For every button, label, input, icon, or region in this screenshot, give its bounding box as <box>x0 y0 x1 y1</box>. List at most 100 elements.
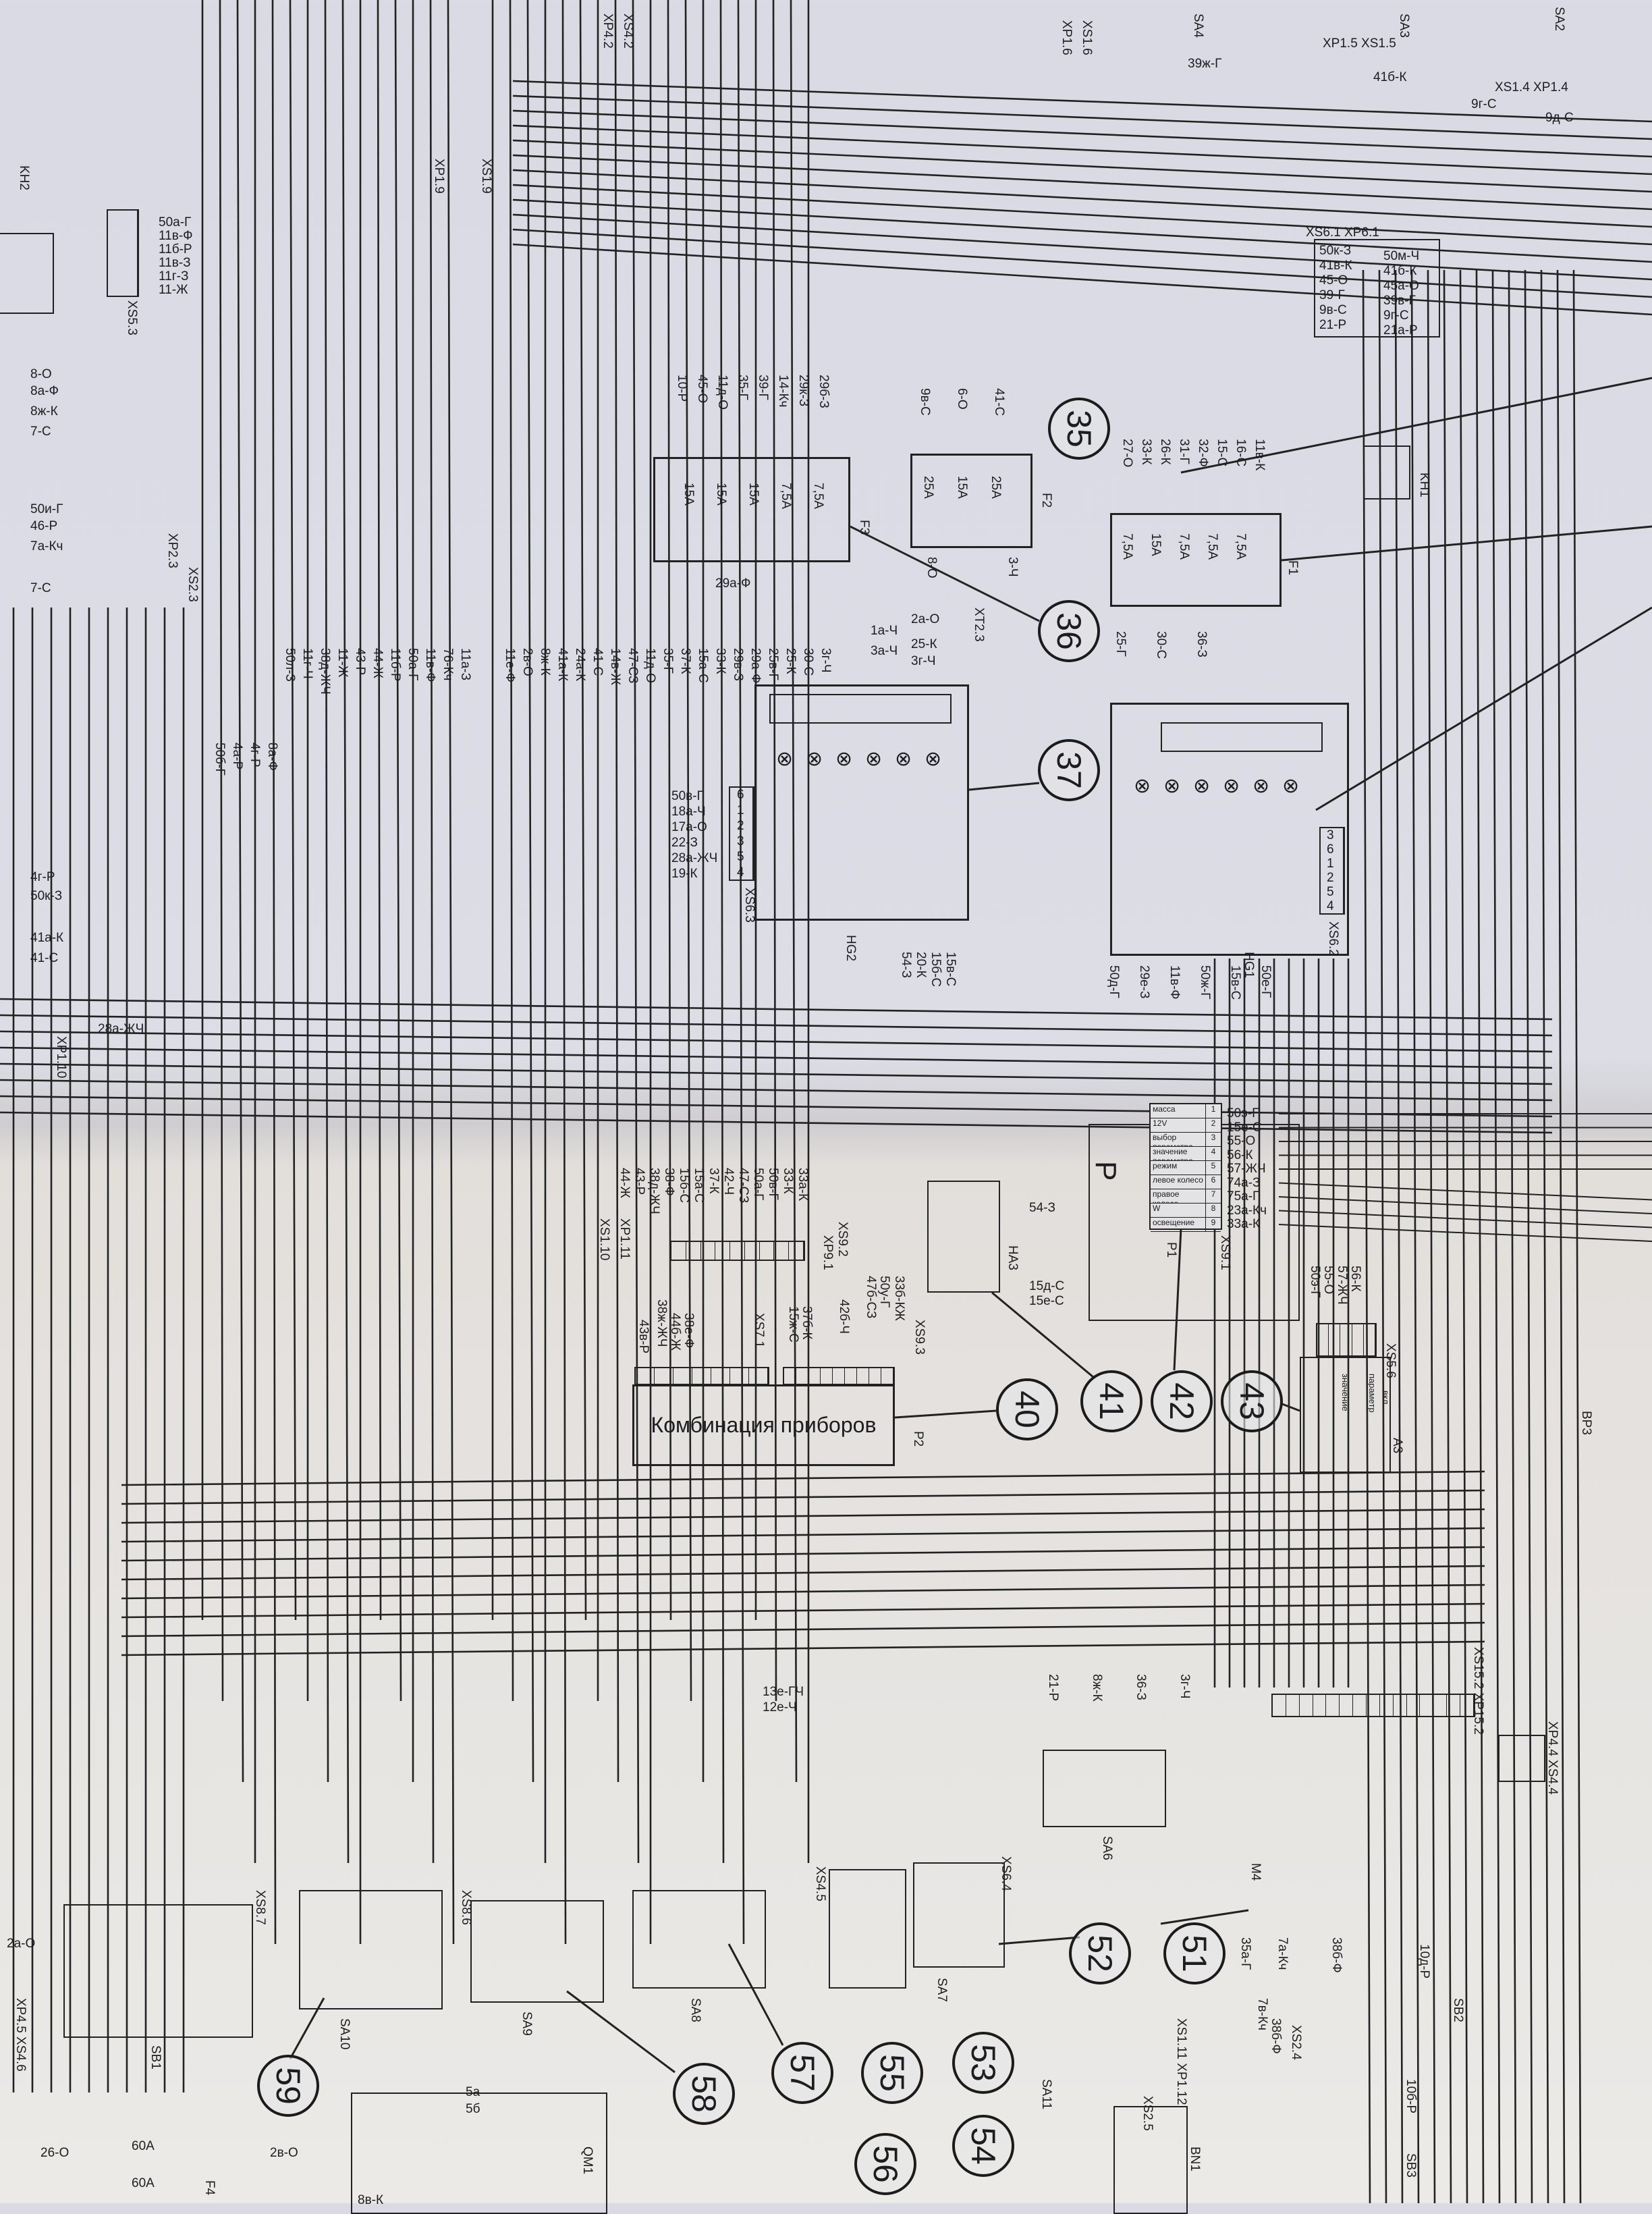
wire-label: 33-К <box>713 648 727 674</box>
wire-label: 11в-Ф <box>159 229 193 243</box>
xs7-1-label: XS7.1 <box>752 1313 766 1348</box>
a3-switch-label: вкл. <box>1381 1390 1391 1407</box>
sa-11-label: SA11 <box>1039 2079 1053 2110</box>
wire <box>1282 1403 1300 1412</box>
pin-function: 12V <box>1153 1118 1167 1128</box>
wire-label: 11-Ж <box>335 648 350 678</box>
xs-45-label: XS4.5 <box>813 1866 827 1901</box>
wire-label: 23а-Кч <box>1227 1203 1267 1218</box>
wire <box>0 1062 1553 1085</box>
wire <box>1410 269 1420 2203</box>
callout-36: 36 <box>1038 600 1100 662</box>
fuse-rating: 7,5A <box>1234 533 1248 560</box>
indicator-lamp-icon: ⊗ <box>806 748 823 770</box>
wire <box>341 0 350 1864</box>
wire <box>121 1470 1485 1486</box>
wire-label: 3г-Ч <box>1178 1674 1192 1699</box>
wire <box>0 1046 1553 1069</box>
hg2-indicator-block <box>754 684 969 921</box>
wire-label: 50в-Г <box>766 1168 780 1200</box>
wire-label: 41-С <box>590 648 605 676</box>
wire-label: 11г-Ч <box>300 648 314 679</box>
wire-label: 15б-С <box>929 952 943 988</box>
wire <box>236 0 244 1783</box>
wire <box>968 782 1040 791</box>
wire-label: 15а-С <box>696 648 710 683</box>
sa-10-label: SA10 <box>337 2018 352 2050</box>
wire-label: 35-Г <box>661 648 675 674</box>
indicator-lamp-icon: ⊗ <box>1282 775 1300 797</box>
pin-number: 4 <box>1327 899 1334 913</box>
wire-label: 31-Г <box>1177 439 1191 464</box>
callout-58: 58 <box>673 2063 735 2125</box>
wire-label: 13е-ГЧ <box>763 1685 804 1699</box>
wire-label: 33а-К <box>1227 1217 1261 1231</box>
hg1-indicator-block <box>1110 703 1349 956</box>
wire-label: 30-С <box>801 648 815 676</box>
pin-number: 6 <box>737 788 744 802</box>
wire-label: 21-Р <box>1319 318 1347 332</box>
top-label: 41б-К <box>1373 70 1407 84</box>
indicator-lamp-icon: ⊗ <box>865 748 883 770</box>
wire-label: 39в-Г <box>1383 294 1416 308</box>
f2-label: F2 <box>1039 493 1053 508</box>
xp1-9-label: XP1.9 <box>432 159 446 194</box>
wire <box>512 243 1652 316</box>
wire-label: 28а-ЖЧ <box>671 851 718 865</box>
pin-function: выбор параметра <box>1153 1133 1193 1146</box>
wire-label: 50а-Г <box>406 648 420 681</box>
wire-label: 43в-Р <box>636 1320 651 1354</box>
wire <box>219 0 224 1702</box>
wire-label: 37-К <box>707 1168 721 1194</box>
wire-label: 4г-Р <box>248 742 262 767</box>
wire-label: 11в-Ф <box>1167 965 1182 1000</box>
wire <box>512 184 1652 246</box>
xp9-1-label: XP9.1 <box>821 1235 835 1270</box>
wire-label: 26-К <box>1158 439 1172 465</box>
wire-label: 14в-Ж <box>608 648 622 686</box>
top-label: XP1.6 <box>1059 20 1074 55</box>
xs-152-label: XS15.2 XP15.2 <box>1471 1647 1485 1735</box>
wire-label: 29а-Ф <box>715 576 751 591</box>
wire <box>1281 525 1652 562</box>
pin-number: 3 <box>1205 1133 1221 1146</box>
xs6-2-label: XS6.2 <box>1326 921 1340 956</box>
wire <box>1443 269 1452 2203</box>
wire-label: 3г-Ч <box>911 654 936 668</box>
sa6-switch <box>1043 1750 1166 1827</box>
wire-label: 50л-З <box>283 648 297 682</box>
wire-label: 38д-ЖЧ <box>647 1168 661 1214</box>
wire <box>1180 377 1652 474</box>
wire <box>561 0 567 1945</box>
wire-label: 3г-Ч <box>819 648 833 673</box>
fuse-rating: 15A <box>714 483 728 506</box>
xs6-2-pins <box>1319 827 1345 915</box>
xs-64-label: XS6.4 <box>999 1856 1013 1891</box>
xs9-2-label: XS9.2 <box>835 1222 850 1257</box>
top-label: 9д-С <box>1545 111 1574 125</box>
xs6-1-label: XS6.1 XP6.1 <box>1306 225 1379 240</box>
wire <box>121 1640 1485 1656</box>
f1-label: F1 <box>1286 560 1300 576</box>
a3-box <box>1300 1357 1391 1473</box>
xs-87-label: XS8.7 <box>253 1890 267 1925</box>
wire <box>1173 1228 1182 1371</box>
wire-label: 50и-Г <box>30 502 63 516</box>
wire <box>1362 269 1371 2203</box>
wire-label: 7-С <box>30 581 51 595</box>
xs9-2-pins <box>670 1241 805 1261</box>
xp-45-label: XP4.5 XS4.6 <box>13 1998 28 2072</box>
xs9-1-label: XS9.1 <box>1218 1235 1232 1270</box>
wire-label: 10б-Р <box>1404 2079 1418 2114</box>
wire-label: 11-Ж <box>159 283 188 297</box>
wire-label: 11б-Р <box>159 242 192 256</box>
xs6-3-label: XS6.3 <box>742 888 756 923</box>
f-4-label: F4 <box>202 2180 217 2196</box>
wire-label: 43-Р <box>353 648 367 676</box>
callout-40: 40 <box>996 1378 1058 1440</box>
wire-label: 21а-Р <box>1383 323 1418 338</box>
wire-label: 7-С <box>30 425 51 439</box>
pin-number: 3 <box>1327 828 1334 842</box>
wire <box>512 124 1652 176</box>
